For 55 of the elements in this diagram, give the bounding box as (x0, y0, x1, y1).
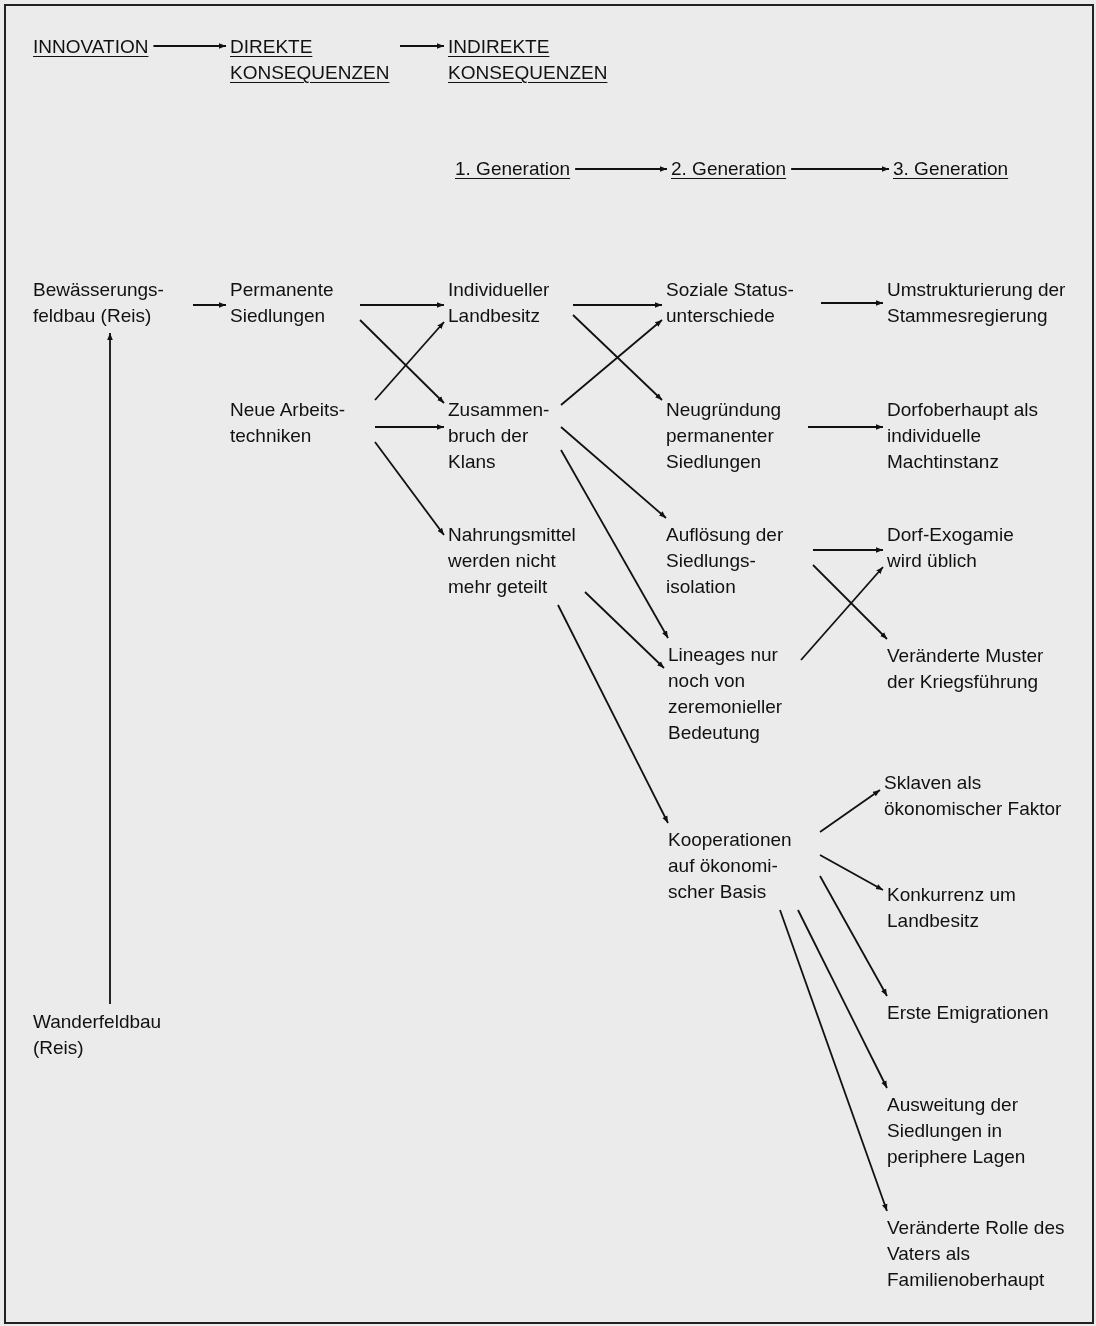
concept-text: Sklaven als ökonomischer Faktor (884, 770, 1090, 822)
concept-text: Kooperationen auf ökonomi- scher Basis (668, 827, 815, 905)
concept-text: Wanderfeldbau (Reis) (33, 1009, 178, 1061)
arrow (374, 441, 445, 536)
arrow (800, 566, 884, 661)
arrow (560, 319, 663, 406)
arrow (359, 302, 445, 308)
concept-text: Zusammen- bruch der Klans (448, 397, 556, 475)
concept-text: Veränderte Rolle des Vaters als Familienoberhaupt (887, 1215, 1075, 1293)
concept-text: Nahrungsmittel werden nicht mehr geteilt (448, 522, 580, 600)
concept-text: Auflösung der Siedlungs- isolation (666, 522, 808, 600)
concept-text: Ausweitung der Siedlungen in periphere Lagen (887, 1092, 1052, 1170)
concept-text: Bewässerungs- feldbau (Reis) (33, 277, 188, 329)
arrow (152, 43, 227, 49)
concept-text: Permanente Siedlungen (230, 277, 355, 329)
arrow (560, 449, 669, 639)
concept-text: Erste Emigrationen (887, 1000, 1082, 1026)
arrow (812, 564, 888, 640)
arrow (572, 314, 663, 401)
concept-text: Neugründung permanenter Siedlungen (666, 397, 803, 475)
heading-label: 1. Generation (455, 156, 571, 182)
arrow (107, 332, 113, 1005)
arrow (399, 43, 445, 49)
heading-label: INNOVATION (33, 34, 149, 60)
arrow (560, 426, 667, 519)
arrow (819, 854, 884, 891)
concept-text: Umstrukturierung der Stammesregierung (887, 277, 1090, 329)
heading-label: DIREKTE KONSEQUENZEN (230, 34, 395, 86)
arrow (572, 302, 663, 308)
arrow (820, 300, 884, 306)
concept-text: Dorfoberhaupt als individuelle Machtinstanz (887, 397, 1039, 475)
heading-label: 2. Generation (671, 156, 787, 182)
arrow (192, 302, 227, 308)
heading-label: INDIREKTE KONSEQUENZEN (448, 34, 628, 86)
heading-label: 3. Generation (893, 156, 1009, 182)
concept-text: Lineages nur noch von zeremonieller Bedeutung (668, 642, 796, 746)
arrow (374, 424, 445, 430)
concept-text: Neue Arbeits- techniken (230, 397, 370, 449)
arrow (819, 875, 888, 997)
concept-text: Konkurrenz um Landbesitz (887, 882, 1039, 934)
concept-text: Veränderte Muster der Kriegsführung (887, 643, 1075, 695)
arrow (790, 166, 890, 172)
concept-text: Soziale Status- unterschiede (666, 277, 816, 329)
concept-text: Dorf-Exogamie wird üblich (887, 522, 1039, 574)
arrow (797, 909, 888, 1089)
arrow (779, 909, 888, 1212)
arrow (359, 319, 445, 404)
arrow (807, 424, 884, 430)
arrow (374, 321, 445, 401)
arrow (574, 166, 668, 172)
arrow (819, 789, 881, 833)
arrow (557, 604, 669, 824)
arrow (812, 547, 884, 553)
arrow (584, 591, 665, 669)
concept-text: Individueller Landbesitz (448, 277, 568, 329)
